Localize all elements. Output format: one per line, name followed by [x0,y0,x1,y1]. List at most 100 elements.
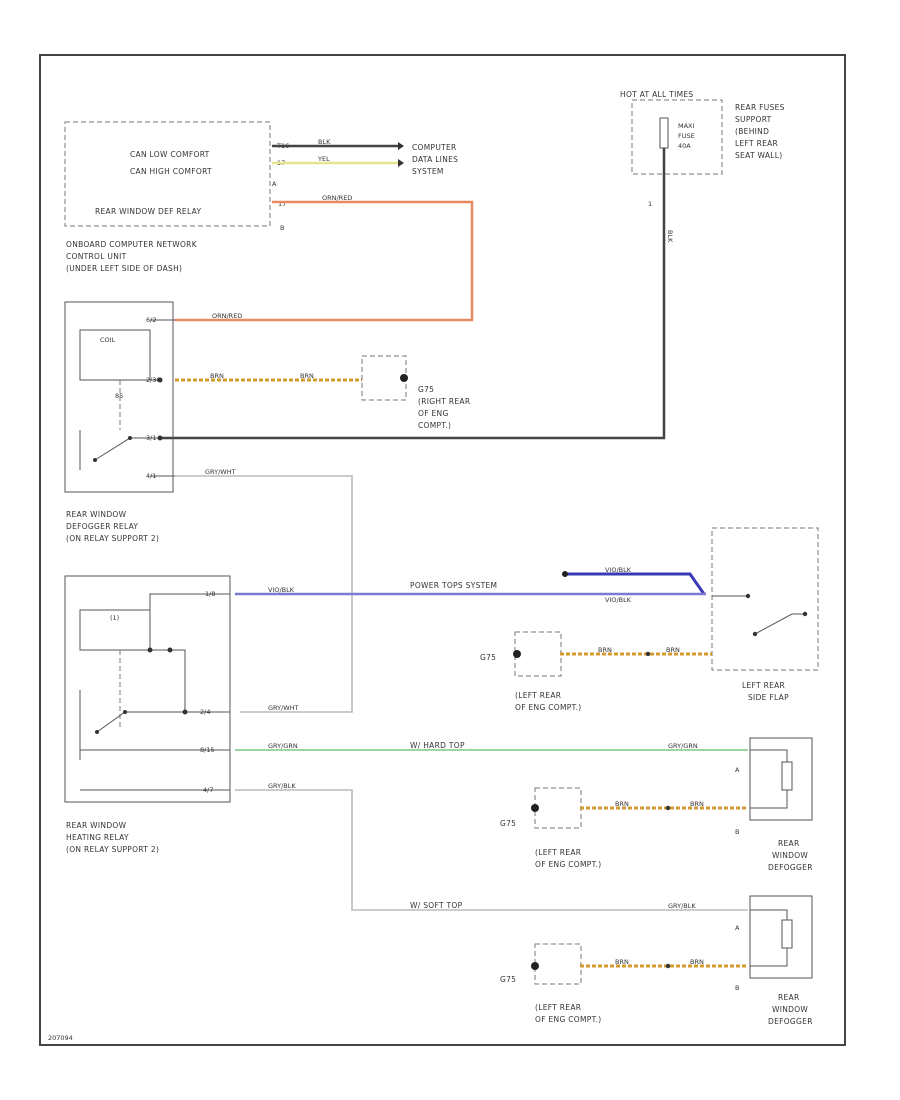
onboard-control-unit [64,121,271,227]
ground-label-1: G75 [480,653,496,662]
grey-white-wire-label: GRY/WHT [205,468,236,476]
heating-switch [79,690,230,791]
soft-top-wire [235,789,748,911]
ground-label-3: G75 [500,975,516,984]
left-ground-point-3 [531,962,539,970]
brn-label-e: BRN [690,800,704,808]
can-low-wire-label: BLK [318,138,331,146]
left-ground-point-1 [513,650,521,658]
orange-wire-label-bottom: ORN/RED [212,312,242,320]
left-rear-engine-label-2: OF ENG COMPT.) [515,703,581,712]
relay-pin-3: 3/1 [146,434,156,442]
heating-pin-3: 8/15 [200,746,215,754]
brown-wire-label-1: BRN [210,372,224,380]
brn-label-f: BRN [615,958,629,966]
defogger-2-internal [750,909,788,967]
side-flap-switch [712,595,805,635]
pin-b-lower: B [280,224,284,232]
brn-label-d: BRN [615,800,629,808]
left-rear-engine-label-5: (LEFT REAR [535,1003,581,1012]
flap-node-3 [802,611,808,617]
can-low-label: CAN LOW COMFORT [130,150,210,159]
brn-label-b: BRN [598,646,612,654]
fuse-name-1: MAXI [678,122,695,130]
heating-node-1 [147,647,153,653]
heating-relay-label-1: REAR WINDOW [66,821,127,830]
flap-node-2 [752,631,758,637]
hard-top-label: W/ HARD TOP [410,741,465,750]
right-rear-3: COMPT.) [418,421,451,430]
heating-coil-label: (1) [110,614,119,622]
maxi-fuse [659,117,669,149]
heating-pin-2: 2/4 [200,708,210,716]
grn-blk-label-1: GRY/BLK [268,782,296,790]
defogger-element-1 [781,761,793,791]
defogger-1-internal [750,749,788,809]
defogger-element-2 [781,919,793,949]
heating-relay-label-3: (ON RELAY SUPPORT 2) [66,845,159,854]
fuse-ref-label: REAR FUSES [735,103,785,112]
left-ground-connector-1 [514,631,562,677]
can-high-wire-label: YEL [317,155,330,163]
onboard-label-3: (UNDER LEFT SIDE OF DASH) [66,264,182,273]
side-flap-label-1: LEFT REAR [742,681,785,690]
heating-switch-pivot [95,730,99,734]
heating-pin-4: 4/7 [203,786,213,794]
fuse-loc-1: SUPPORT [735,115,772,124]
fuse-name-2: FUSE [678,132,695,140]
ground-right-label: G75 [418,385,434,394]
heating-node-2 [167,647,173,653]
fuse-loc-3: LEFT REAR [735,139,778,148]
relay-pin-4: 4/1 [146,472,156,480]
computer-data-1: COMPUTER [412,143,457,152]
defogger-1-ground-node [665,805,671,811]
rear-window-label-2a: REAR [778,993,800,1002]
fuse-loc-4: SEAT WALL) [735,151,782,160]
orange-wire-label-top: ORN/RED [322,194,352,202]
vio-blk-label-2: VIO/BLK [268,586,295,594]
relay-node-2 [157,435,163,441]
relay-internal-wire [150,319,175,477]
switch-contact [128,436,132,440]
defogger-relay-label-1: REAR WINDOW [66,510,127,519]
rear-window-label-2c: DEFOGGER [768,1017,813,1026]
defogger-relay-label-3: (ON RELAY SUPPORT 2) [66,534,159,543]
right-ground-connector [361,355,407,401]
power-tops-wire [565,572,706,595]
left-ground-connector-2 [534,787,582,829]
coil-label: COIL [100,336,116,344]
brown-wire-label-2: BRN [300,372,314,380]
side-flap-label-2: SIDE FLAP [748,693,789,702]
can-low-arrow [398,142,404,150]
defogger-2-ground-node [665,963,671,969]
fuse-feed-wire [160,148,666,440]
right-rear-1: (RIGHT REAR [418,397,470,406]
fuse-pin-1: 1 [648,200,652,208]
heating-relay-internal [149,593,230,712]
right-ground-point [400,374,408,382]
rear-window-label-1c: DEFOGGER [768,863,813,872]
rear-window-label-1b: WINDOW [772,851,808,860]
left-rear-engine-label-1: (LEFT REAR [515,691,561,700]
relay-pin-2: 2/30 [146,376,161,384]
vio-blk-label-1: VIO/BLK [605,566,632,574]
relay-pin-6: 6/2 [146,316,156,324]
power-tops-node [562,571,568,577]
orange-signal-wire [175,200,474,322]
brn-label-g: BRN [690,958,704,966]
vio-blk-label-3: VIO/BLK [605,596,632,604]
ground-label-2: G75 [500,819,516,828]
pin-b: 17 [278,200,286,208]
diagram-frame [39,54,846,1046]
right-rear-2: OF ENG [418,409,449,418]
relay-pin-85: 85 [115,392,123,400]
left-rear-engine-label-3: (LEFT REAR [535,848,581,857]
left-ground-connector-3 [534,943,582,985]
fuse-name-3: 40A [678,142,691,150]
rear-defogger-1 [749,737,813,821]
left-rear-engine-label-4: OF ENG COMPT.) [535,860,601,869]
fuse-feed-wire-label: BLK [666,230,674,243]
defogger-1-pin-a: A [735,766,740,774]
rear-window-label-1a: REAR [778,839,800,848]
onboard-label-1: ONBOARD COMPUTER NETWORK [66,240,198,249]
